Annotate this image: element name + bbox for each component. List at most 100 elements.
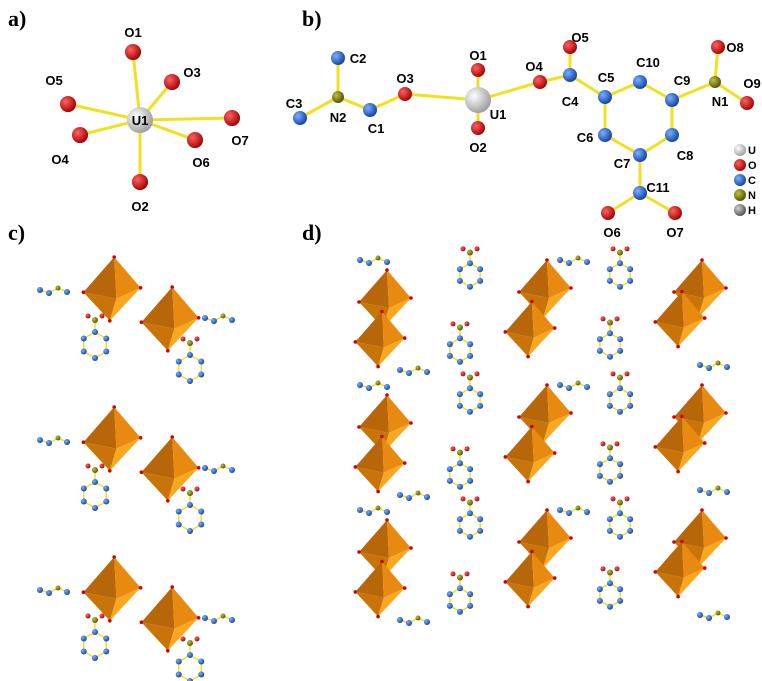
benzene-ring xyxy=(446,571,474,615)
carbon-atom xyxy=(627,516,634,523)
carbon-atom xyxy=(607,330,613,337)
dmf-atom xyxy=(46,590,52,596)
polyhedron-face xyxy=(505,426,534,463)
benzene-ring xyxy=(446,446,474,490)
carbon-atom xyxy=(617,510,623,517)
dmf-atom xyxy=(697,362,703,368)
uranyl-polyhedron xyxy=(139,585,201,653)
dmf-atom xyxy=(64,289,70,295)
b-atom-c4 xyxy=(563,68,577,82)
carbon-atom xyxy=(617,461,624,468)
carbon-atom xyxy=(477,391,484,398)
polyhedron-face xyxy=(531,426,555,463)
oxygen-vertex xyxy=(653,570,658,574)
carbon-atom xyxy=(187,678,193,681)
carbon-atom xyxy=(92,655,98,661)
oxygen-vertex xyxy=(503,580,508,584)
dmf-ligand xyxy=(697,610,730,621)
nitrogen-atom xyxy=(467,374,473,381)
dmf-atom xyxy=(724,614,730,620)
b-atom-label-c8: C8 xyxy=(677,148,694,163)
carbon-atom xyxy=(103,348,110,355)
polyhedron-face xyxy=(505,456,534,482)
polyhedron-face xyxy=(531,551,555,588)
polyhedron-face xyxy=(387,395,411,433)
b-atom-c3 xyxy=(293,111,307,125)
benzene-ring xyxy=(456,371,484,415)
carbon-atom xyxy=(446,477,453,484)
polyhedron-face xyxy=(702,260,726,298)
dmf-atom xyxy=(229,617,235,623)
a-atom-o1 xyxy=(124,43,142,61)
oxygen-vertex xyxy=(503,455,508,459)
oxygen-vertex xyxy=(724,536,728,540)
dmf-atom xyxy=(55,435,61,441)
oxygen-vertex xyxy=(700,508,704,512)
polyhedron-face xyxy=(547,510,571,548)
polyhedron-face xyxy=(655,291,684,328)
oxygen-vertex xyxy=(139,470,144,475)
dmf-atom xyxy=(375,380,381,386)
nitrogen-atom xyxy=(607,569,613,576)
carbon-atom xyxy=(596,597,603,604)
dmf-atom xyxy=(366,385,372,391)
oxygen-vertex xyxy=(196,466,201,470)
oxygen-atom xyxy=(460,246,466,252)
dmf-atom xyxy=(220,613,226,619)
oxygen-atom xyxy=(474,496,480,502)
carbon-atom xyxy=(175,658,182,665)
dmf-ligand xyxy=(202,613,235,624)
dmf-atom xyxy=(584,259,590,265)
benzene-ring xyxy=(80,463,110,511)
polyhedron-face xyxy=(528,328,555,357)
carbon-atom xyxy=(467,510,473,517)
dmf-atom xyxy=(724,489,730,495)
carbon-atom xyxy=(477,402,484,409)
nitrogen-atom xyxy=(457,324,463,331)
carbon-atom xyxy=(606,266,613,273)
oxygen-vertex xyxy=(138,586,143,590)
oxygen-atom xyxy=(194,486,200,492)
dmf-atom xyxy=(557,382,563,388)
oxygen-atom xyxy=(600,316,606,322)
polyhedron-face xyxy=(172,287,199,329)
b-atom-c11 xyxy=(633,186,647,200)
dmf-atom xyxy=(397,617,403,623)
nitrogen-atom xyxy=(457,574,463,581)
polyhedron-face xyxy=(505,331,534,357)
polyhedron-face xyxy=(547,260,571,298)
dmf-ligand xyxy=(397,490,430,501)
dmf-ligand xyxy=(557,505,590,516)
oxygen-atom xyxy=(614,316,620,322)
oxygen-vertex xyxy=(409,296,413,300)
b-atom-o5 xyxy=(563,40,577,54)
oxygen-vertex xyxy=(376,364,380,369)
dmf-ligand xyxy=(357,505,390,516)
dmf-ligand xyxy=(37,585,70,596)
carbon-atom xyxy=(617,283,623,290)
polyhedron-face xyxy=(655,416,684,453)
legend-label-c: C xyxy=(748,175,756,187)
carbon-atom xyxy=(103,485,110,492)
oxygen-atom xyxy=(85,613,91,619)
panel-label-a: a) xyxy=(8,6,26,31)
polyhedron-face xyxy=(167,467,199,501)
polyhedron-face xyxy=(83,257,117,299)
oxygen-vertex xyxy=(108,319,112,323)
benzene-ring xyxy=(456,246,484,290)
polyhedron-face xyxy=(674,260,704,298)
polyhedron-face xyxy=(114,407,141,449)
oxygen-vertex xyxy=(653,445,658,449)
polyhedron-face xyxy=(355,341,384,367)
dmf-atom xyxy=(566,510,572,516)
b-atom-label-c9: C9 xyxy=(674,73,691,88)
oxygen-atom xyxy=(600,441,606,447)
dmf-atom xyxy=(357,257,363,263)
oxygen-vertex xyxy=(702,566,707,570)
b-atom-label-c7: C7 xyxy=(614,156,631,171)
b-atom-n1 xyxy=(709,76,721,88)
dmf-atom xyxy=(424,494,430,500)
uranyl-polyhedron xyxy=(81,555,143,623)
dmf-atom xyxy=(366,510,372,516)
